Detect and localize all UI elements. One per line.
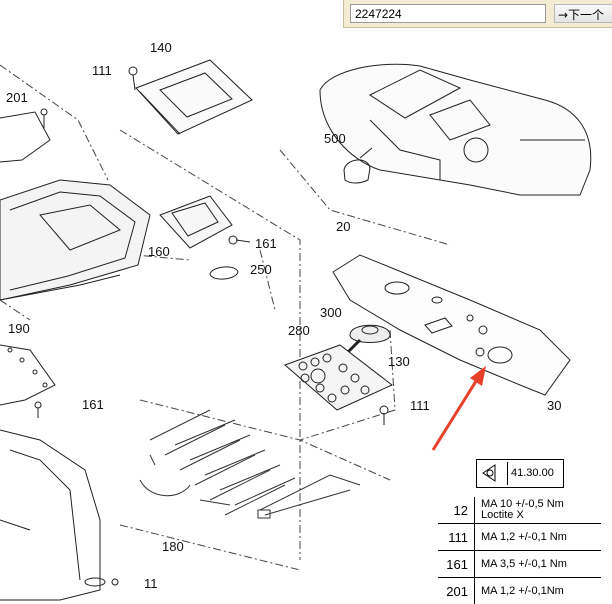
callout-300: 300 <box>320 305 342 320</box>
table-row: 12 MA 10 +/-0,5 Nm Loctite X <box>438 497 601 524</box>
spec-value: MA 1,2 +/-0,1 Nm <box>481 532 601 543</box>
eye-icon <box>479 462 508 485</box>
find-next-button[interactable]: →下一个 <box>554 4 612 23</box>
callout-161-top: 161 <box>255 236 277 251</box>
callout-180: 180 <box>162 539 184 554</box>
find-input[interactable] <box>350 4 546 23</box>
callout-280: 280 <box>288 323 310 338</box>
table-row: 161 MA 3,5 +/-0,1 Nm <box>438 551 601 578</box>
spec-num: 12 <box>438 497 475 524</box>
spec-num: 161 <box>438 551 475 578</box>
callout-500: 500 <box>324 131 346 146</box>
callout-11: 11 <box>144 576 158 591</box>
callout-190: 190 <box>8 321 30 336</box>
spec-header: 41.30.00 <box>476 459 564 488</box>
callout-130: 130 <box>388 354 410 369</box>
red-arrow <box>433 366 486 450</box>
callout-111-top: 111 <box>92 63 112 78</box>
spec-code: 41.30.00 <box>511 467 554 479</box>
callout-161-left: 161 <box>82 397 104 412</box>
callout-250: 250 <box>250 262 272 277</box>
spec-num: 201 <box>438 578 475 604</box>
spec-note: Loctite X <box>481 510 601 521</box>
callout-30: 30 <box>547 398 561 413</box>
find-bar: →下一个 <box>343 0 612 28</box>
callout-20: 20 <box>336 219 350 234</box>
spec-value: MA 3,5 +/-0,1 Nm <box>481 559 601 570</box>
table-row: 111 MA 1,2 +/-0,1 Nm <box>438 524 601 551</box>
torque-spec-table: 12 MA 10 +/-0,5 Nm Loctite X 111 MA 1,2 … <box>438 497 601 604</box>
callout-160: 160 <box>148 244 170 259</box>
callout-111-mid: 111 <box>410 398 430 413</box>
table-row: 201 MA 1,2 +/-0,1Nm <box>438 578 601 604</box>
spec-num: 111 <box>438 524 475 551</box>
callout-140: 140 <box>150 40 172 55</box>
spec-value: MA 1,2 +/-0,1Nm <box>481 586 601 597</box>
callout-201: 201 <box>6 90 28 105</box>
